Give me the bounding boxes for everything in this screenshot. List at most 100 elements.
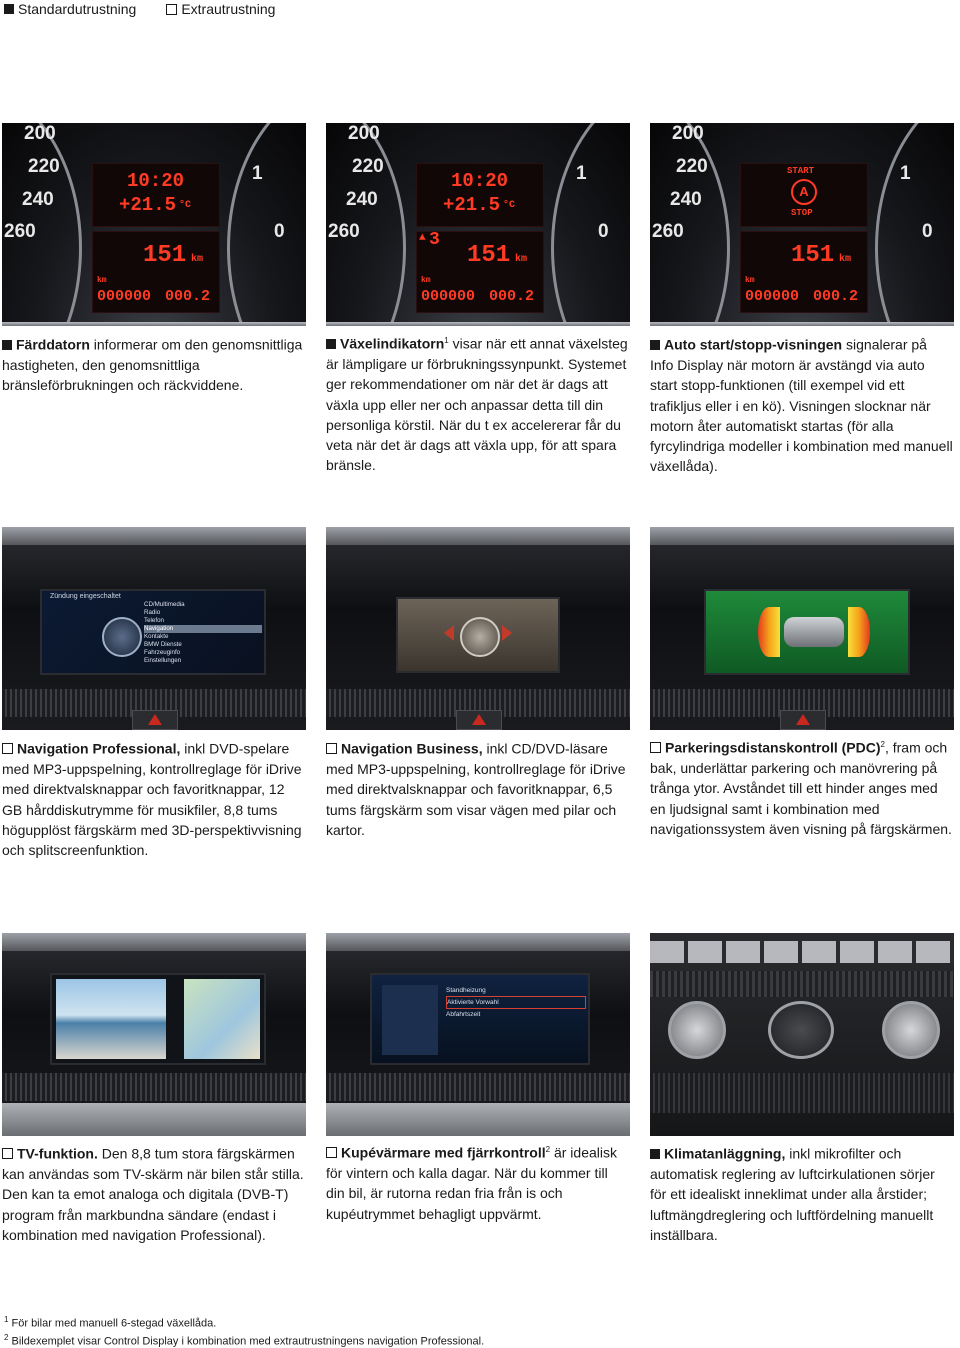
feature-description: informerar om den genomsnittliga hastigh… <box>2 336 303 394</box>
rpm-number: 0 <box>598 221 609 242</box>
standard-equipment-icon <box>650 340 660 351</box>
feature-title: Auto start/stopp-visningen <box>664 336 843 353</box>
air-vent <box>326 1073 630 1101</box>
photo-navigation-business <box>326 527 630 730</box>
feature-title: Kupévärmare med fjärrkontroll <box>341 1144 546 1161</box>
rpm-number: 0 <box>922 221 933 242</box>
cluster-photo-trip-computer: 200 220 240 260 1 0 10:20 +21.5 °C 151 k… <box>2 123 306 326</box>
control-panel <box>2 1103 306 1136</box>
footnote-ref: 2 <box>545 1145 551 1154</box>
menu-item: Kontakte <box>144 633 169 640</box>
odometer-readout: 000000 <box>421 288 476 305</box>
rpm-number: 1 <box>252 163 263 184</box>
footnote-number: 2 <box>4 1332 9 1342</box>
tachometer-ring <box>875 123 954 326</box>
menu-item: Telefon <box>144 617 164 624</box>
feature-description: signalerar på Info Display när motorn är… <box>650 336 953 475</box>
standard-equipment-icon <box>2 340 12 351</box>
legend-standard: Standardutrustning <box>4 0 136 18</box>
cluster-photo-auto-start-stop: 200 220 240 260 1 0 START A STOP 151 km … <box>650 123 954 326</box>
heater-menu-list: Standheizung Aktivierte Vorwahl Abfahrts… <box>446 985 586 1020</box>
odometer-unit: km <box>745 276 755 285</box>
extra-equipment-icon <box>326 1147 337 1159</box>
dial-number: 260 <box>4 221 36 242</box>
temperature-knob-left <box>668 1001 726 1059</box>
control-display: Standheizung Aktivierte Vorwahl Abfahrts… <box>370 973 590 1065</box>
range-readout: 151 <box>467 242 511 269</box>
start-label: START <box>787 166 815 176</box>
auto-start-stop-icon: A <box>791 179 817 205</box>
feature-title: Klimatanläggning, <box>664 1145 786 1162</box>
dial-number: 220 <box>28 156 60 177</box>
dial-number: 240 <box>346 189 378 210</box>
chrome-trim <box>650 322 954 326</box>
feature-auto-start-stop: Auto start/stopp-visningen signalerar på… <box>650 331 954 477</box>
hazard-button-icon <box>132 710 178 730</box>
display-header: Zündung eingeschaltet <box>50 593 121 600</box>
rear-sensor-zone <box>758 607 780 657</box>
feature-title: TV-funktion. <box>17 1145 98 1162</box>
feature-description: inkl mikrofilter och automatisk reglerin… <box>650 1145 935 1243</box>
feature-gear-indicator: Växelindikatorn1 visar när ett annat väx… <box>326 331 630 476</box>
standard-equipment-icon <box>326 339 336 350</box>
menu-item-selected: Navigation <box>144 625 262 633</box>
feature-title: Navigation Business, <box>341 740 483 757</box>
front-sensor-zone <box>848 607 870 657</box>
menu-item: Einstellungen <box>144 657 182 664</box>
standard-equipment-icon <box>650 1149 660 1160</box>
odometer-readout: 000000 <box>745 288 800 305</box>
photo-navigation-professional: Zündung eingeschaltet CD/Multimedia Radi… <box>2 527 306 730</box>
car-top-view-icon <box>784 617 844 647</box>
range-unit: km <box>839 254 852 265</box>
dial-number: 200 <box>672 123 704 144</box>
menu-item-selected: Aktivierte Vorwahl <box>446 996 586 1009</box>
footnote-ref: 2 <box>880 740 885 749</box>
control-display <box>50 973 266 1065</box>
equipment-legend: Standardutrustning Extrautrustning <box>4 0 275 18</box>
extra-equipment-icon <box>650 742 661 754</box>
footnote-text: För bilar med manuell 6-stegad växellåda… <box>8 1317 217 1330</box>
rpm-number: 0 <box>274 221 285 242</box>
menu-item: BMW Dienste <box>144 641 182 648</box>
dial-number: 260 <box>652 221 684 242</box>
fan-speed-knob <box>768 1001 834 1059</box>
legend-standard-label: Standardutrustning <box>18 1 137 17</box>
dial-number: 220 <box>352 156 384 177</box>
odometer-unit: km <box>421 276 431 285</box>
menu-item: Radio <box>144 609 161 616</box>
dial-number: 200 <box>348 123 380 144</box>
idrive-controller-graphic <box>102 617 142 657</box>
photo-climate-control <box>650 933 954 1136</box>
photo-parking-heater: Standheizung Aktivierte Vorwahl Abfahrts… <box>326 933 630 1136</box>
chrome-trim <box>326 322 630 326</box>
feature-navigation-business: Navigation Business, inkl CD/DVD-läsare … <box>326 735 630 840</box>
speedometer-ring <box>2 123 82 326</box>
footnote-text: Bildexemplet visar Control Display i kom… <box>8 1335 485 1348</box>
menu-item: CD/Multimedia <box>144 601 185 608</box>
footnote-2: 2 Bildexemplet visar Control Display i k… <box>4 1331 484 1348</box>
range-readout: 151 <box>143 242 187 269</box>
info-display-upper: 10:20 +21.5 °C <box>92 163 220 227</box>
feature-title: Färddatorn <box>16 336 90 353</box>
footnotes: 1 För bilar med manuell 6-stegad växellå… <box>4 1313 484 1348</box>
footnote-1: 1 För bilar med manuell 6-stegad växellå… <box>4 1313 484 1331</box>
range-unit: km <box>515 254 528 265</box>
legend-extra-label: Extrautrustning <box>181 1 276 17</box>
filled-square-icon <box>4 4 14 14</box>
air-vent <box>2 1073 306 1101</box>
trip-readout: 000.2 <box>489 288 535 305</box>
settings-menu-column <box>382 985 438 1055</box>
feature-parking-heater: Kupévärmare med fjärrkontroll2 är ideali… <box>326 1140 630 1224</box>
stop-label: STOP <box>791 208 813 218</box>
dial-number: 240 <box>670 189 702 210</box>
shift-up-arrow-icon: ▲ <box>419 232 426 244</box>
photo-park-distance-control <box>650 527 954 730</box>
feature-climate-control: Klimatanläggning, inkl mikrofilter och a… <box>650 1140 954 1245</box>
left-arrow-icon <box>444 625 454 641</box>
right-arrow-icon <box>502 625 512 641</box>
menu-item: Standheizung <box>446 987 486 994</box>
feature-tv-function: TV-funktion. Den 8,8 tum stora färgskärm… <box>2 1140 306 1245</box>
hazard-button-icon <box>780 710 826 730</box>
feature-title: Parkeringsdistanskontroll (PDC) <box>665 739 881 756</box>
dashboard-trim <box>2 527 306 545</box>
